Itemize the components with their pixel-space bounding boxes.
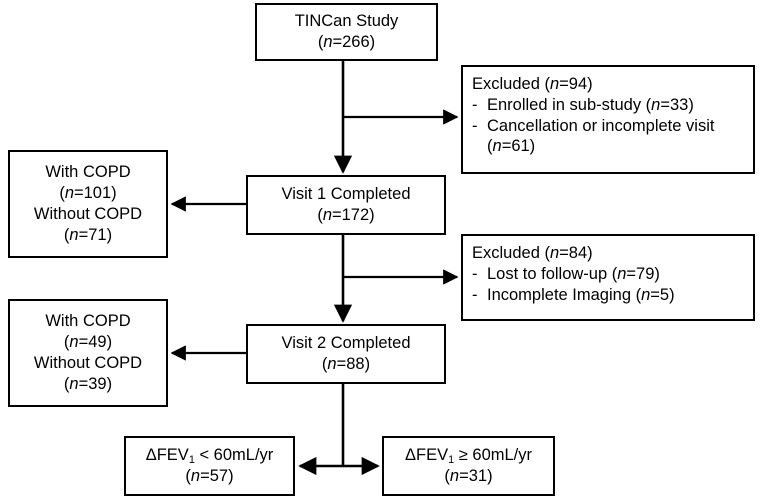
copd2-with-count: (n=49): [64, 332, 112, 353]
italic-n: n: [69, 374, 79, 393]
excluded2-heading: Excluded (n=84): [472, 243, 593, 264]
node-copd-status-visit2: With COPD (n=49) Without COPD (n=39): [8, 299, 168, 407]
count-value: =266): [332, 33, 376, 51]
excluded2-heading-text: Excluded (: [472, 244, 550, 262]
bullet-dash-icon: -: [472, 95, 478, 114]
visit1-title: Visit 1 Completed: [281, 185, 411, 204]
italic-n: n: [323, 33, 333, 51]
fev-comparator: ≥ 60mL/yr: [454, 446, 532, 465]
node-visit-1-completed: Visit 1 Completed (n=172): [246, 175, 446, 235]
visit2-title: Visit 2 Completed: [281, 334, 411, 353]
node-excluded-visit1: Excluded (n=94) - Enrolled in sub-study …: [461, 65, 755, 174]
fev-subscript: 1: [188, 453, 195, 466]
paren-open: (: [59, 184, 65, 203]
paren-open: (: [321, 355, 328, 373]
node-visit-2-completed: Visit 2 Completed (n=88): [246, 324, 446, 384]
tincan-count: (n=266): [318, 32, 375, 53]
count-value: =57): [200, 467, 234, 485]
visit1-count: (n=172): [317, 205, 374, 226]
count-value: =31): [459, 467, 493, 485]
delta-fev-label: ΔFEV: [145, 446, 189, 465]
count-value: =101): [74, 184, 117, 203]
excluded2-heading-value: =84): [559, 244, 593, 262]
fev-subscript: 1: [448, 453, 455, 466]
italic-n: n: [549, 75, 560, 93]
excluded1-item-0: - Enrolled in sub-study (n=33): [472, 95, 694, 116]
paren-open: (: [63, 333, 70, 352]
italic-n: n: [449, 467, 460, 485]
excluded1-item-0-text: Enrolled in sub-study (n=33): [487, 95, 694, 116]
paren-open: (: [63, 225, 70, 244]
italic-n: n: [549, 244, 560, 262]
italic-n: n: [64, 184, 74, 203]
item-label: Incomplete Imaging (: [487, 285, 642, 304]
fev-stable-count: (n=31): [444, 466, 492, 487]
copd1-with-label: With COPD: [45, 163, 131, 182]
excluded1-item-1-text: Cancellation or incomplete visit (n=61): [487, 116, 745, 158]
item-label: Lost to follow-up (: [487, 264, 618, 283]
fev-decline-title: ΔFEV1 < 60mL/yr: [146, 445, 274, 466]
copd2-without-count: (n=39): [64, 374, 112, 395]
item-label: Cancellation or incomplete visit (: [487, 116, 715, 156]
item-value: =79): [626, 264, 660, 283]
item-value: =5): [650, 285, 675, 304]
italic-n: n: [641, 285, 651, 304]
excluded2-item-1: - Incomplete Imaging (n=5): [472, 285, 675, 306]
tincan-title: TINCan Study: [294, 12, 399, 31]
copd1-without-count: (n=71): [64, 225, 112, 246]
fev-stable-title: ΔFEV1 ≥ 60mL/yr: [405, 445, 532, 466]
node-excluded-visit2: Excluded (n=84) - Lost to follow-up (n=7…: [461, 234, 755, 321]
paren-open: (: [63, 374, 70, 393]
paren-open: (: [444, 467, 450, 485]
italic-n: n: [322, 206, 332, 224]
excluded1-item-1: - Cancellation or incomplete visit (n=61…: [472, 116, 745, 158]
delta-fev-label: ΔFEV: [404, 446, 449, 465]
node-fev1-decline-fast: ΔFEV1 < 60mL/yr (n=57): [124, 436, 295, 496]
italic-n: n: [492, 137, 502, 156]
count-value: =49): [78, 333, 113, 352]
item-label: Enrolled in sub-study (: [487, 95, 652, 114]
copd1-with-count: (n=101): [59, 183, 116, 204]
copd2-without-label: Without COPD: [33, 354, 143, 372]
italic-n: n: [617, 264, 627, 283]
excluded2-item-1-text: Incomplete Imaging (n=5): [487, 285, 675, 306]
italic-n: n: [651, 95, 661, 114]
visit2-count: (n=88): [322, 354, 370, 375]
bullet-dash-icon: -: [472, 285, 478, 304]
italic-n: n: [69, 225, 79, 244]
bullet-dash-icon: -: [472, 116, 478, 135]
node-copd-status-visit1: With COPD (n=101) Without COPD (n=71): [8, 150, 168, 258]
count-value: =172): [332, 206, 375, 224]
paren-open: (: [317, 206, 323, 224]
count-value: =39): [78, 374, 113, 393]
item-value: =33): [660, 95, 694, 114]
excluded1-heading: Excluded (n=94): [472, 74, 593, 95]
copd1-without-label: Without COPD: [33, 205, 143, 223]
fev-comparator: < 60mL/yr: [194, 446, 274, 465]
excluded1-heading-text: Excluded (: [472, 75, 550, 93]
copd2-with-label: With COPD: [45, 312, 131, 331]
node-tincan-study: TINCan Study (n=266): [255, 3, 438, 61]
fev-decline-count: (n=57): [185, 466, 233, 487]
italic-n: n: [69, 333, 79, 352]
excluded1-heading-value: =94): [559, 75, 593, 93]
paren-open: (: [185, 467, 191, 485]
excluded2-item-0-text: Lost to follow-up (n=79): [487, 264, 660, 285]
node-fev1-decline-slow: ΔFEV1 ≥ 60mL/yr (n=31): [382, 436, 555, 496]
excluded2-item-0: - Lost to follow-up (n=79): [472, 264, 660, 285]
bullet-dash-icon: -: [472, 264, 478, 283]
item-value: =61): [501, 137, 536, 156]
paren-open: (: [317, 33, 324, 51]
count-value: =88): [336, 355, 371, 373]
italic-n: n: [327, 355, 337, 373]
count-value: =71): [78, 225, 113, 244]
italic-n: n: [190, 467, 201, 485]
